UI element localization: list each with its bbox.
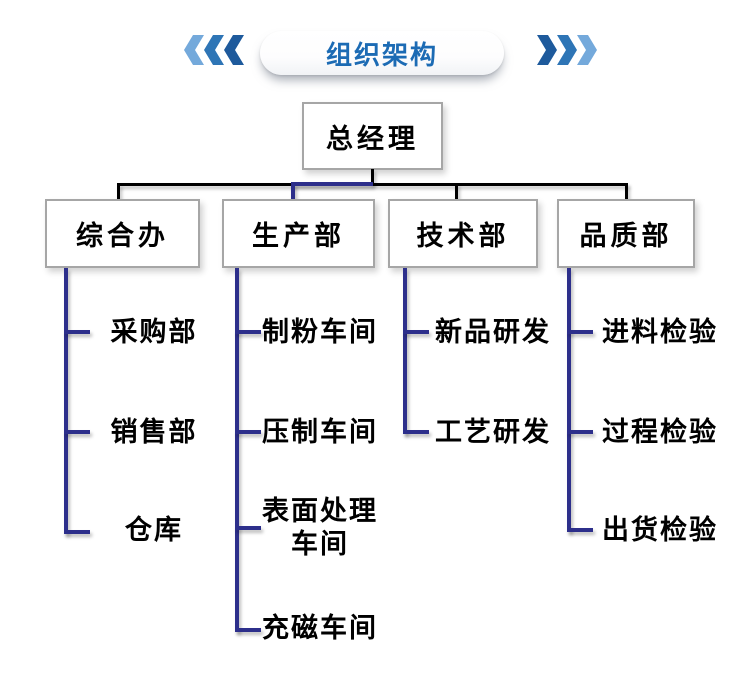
triple-chevron-right-icon: [537, 35, 597, 65]
connector-col1-tick: [64, 430, 90, 434]
connector-col1-vline: [64, 268, 68, 534]
connector-col2-tick: [235, 430, 261, 434]
triple-chevron-left-icon: [184, 35, 244, 65]
org-node-dept: 技术部: [388, 199, 538, 268]
org-leaf: 工艺研发: [435, 417, 551, 447]
org-node-dept: 品质部: [557, 199, 695, 268]
org-leaf: 充磁车间: [262, 613, 378, 643]
chevron-right-icon: [557, 35, 577, 65]
connector-col3-tick: [403, 430, 429, 434]
org-leaf: 销售部: [110, 417, 198, 447]
org-leaf: 压制车间: [262, 417, 378, 447]
connector-col1-tick: [64, 330, 90, 334]
connector-col3-vline: [403, 268, 407, 434]
connector-drop-dept3: [455, 184, 458, 200]
title-pill: 组织架构: [260, 31, 504, 75]
chevron-right-icon: [537, 35, 557, 65]
org-leaf: 进料检验: [602, 317, 718, 347]
org-leaf: 制粉车间: [262, 317, 378, 347]
connector-drop-dept1: [117, 184, 120, 200]
connector-drop-dept4: [625, 184, 628, 200]
connector-col2-tick: [235, 330, 261, 334]
chevron-left-icon: [204, 35, 224, 65]
connector-col4-vline: [567, 268, 571, 532]
org-leaf: 仓库: [125, 515, 183, 545]
connector-col4-tick: [567, 330, 593, 334]
chevron-left-icon: [184, 35, 204, 65]
org-leaf: 过程检验: [602, 417, 718, 447]
chevron-right-icon: [577, 35, 597, 65]
chevron-left-icon: [224, 35, 244, 65]
connector-col4-tick: [567, 528, 593, 532]
connector-col3-tick: [403, 330, 429, 334]
org-leaf: 出货检验: [602, 515, 718, 545]
org-leaf: 表面处理 车间: [262, 496, 378, 559]
connector-col1-tick: [64, 530, 90, 534]
connector-rail-navy-segment: [291, 182, 373, 186]
connector-col4-tick: [567, 430, 593, 434]
org-node-dept: 综合办: [45, 199, 200, 268]
org-node-dept: 生产部: [222, 199, 375, 268]
connector-col2-tick: [235, 526, 261, 530]
connector-root-stem: [371, 169, 374, 184]
connector-drop-dept2: [291, 184, 295, 200]
org-node-root: 总经理: [302, 102, 443, 170]
page-title: 组织架构: [325, 39, 438, 70]
org-leaf: 采购部: [110, 317, 198, 347]
org-leaf: 新品研发: [435, 317, 551, 347]
connector-col2-tick: [235, 628, 261, 632]
connector-col2-vline: [235, 268, 239, 632]
